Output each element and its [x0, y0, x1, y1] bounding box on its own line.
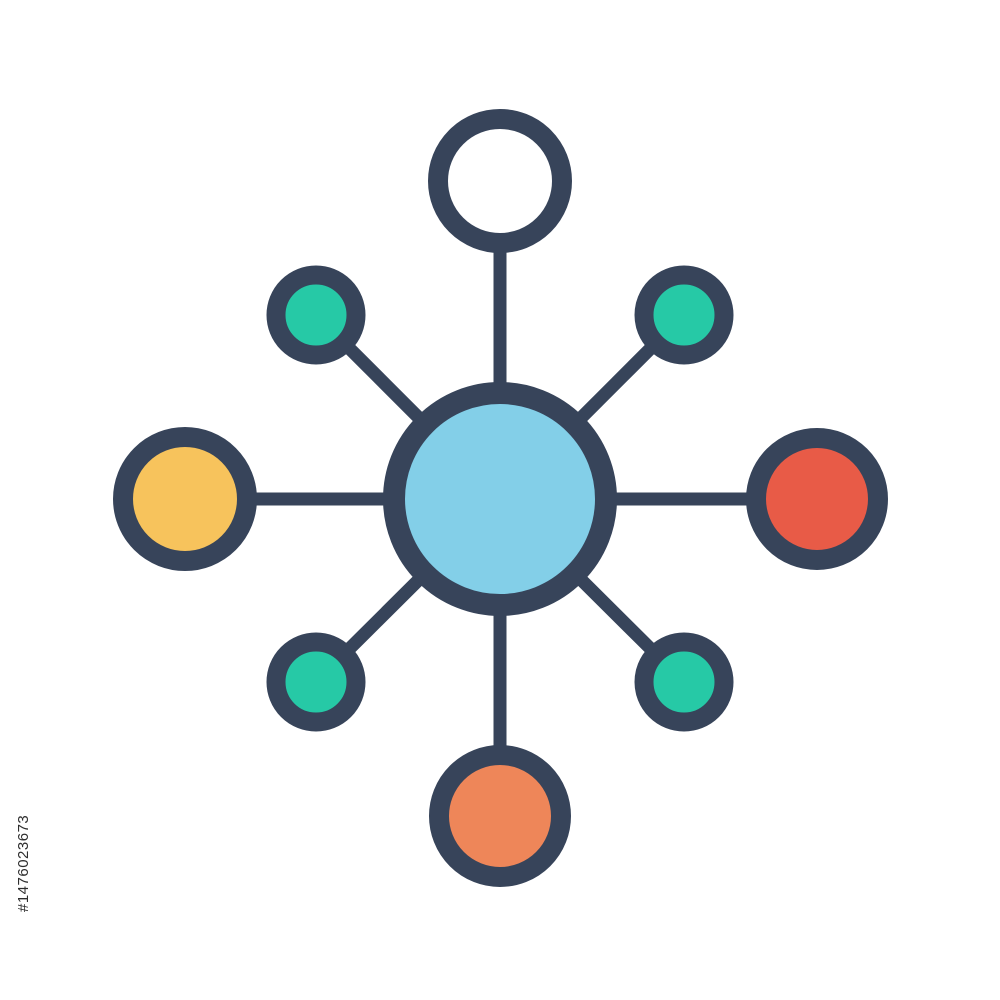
bottom-right-node-icon: [634, 632, 734, 732]
right-node-icon: [746, 428, 888, 570]
top-left-node-icon: [266, 265, 366, 365]
network-nodes: [113, 109, 888, 887]
hub-node-icon: [383, 382, 617, 616]
top-node-icon: [428, 109, 572, 253]
top-right-node-icon: [634, 265, 734, 365]
bottom-node-icon: [429, 745, 571, 887]
bottom-left-node-icon: [266, 632, 366, 732]
watermark-id: #1476023673: [15, 814, 32, 912]
left-node-icon: [113, 427, 257, 571]
